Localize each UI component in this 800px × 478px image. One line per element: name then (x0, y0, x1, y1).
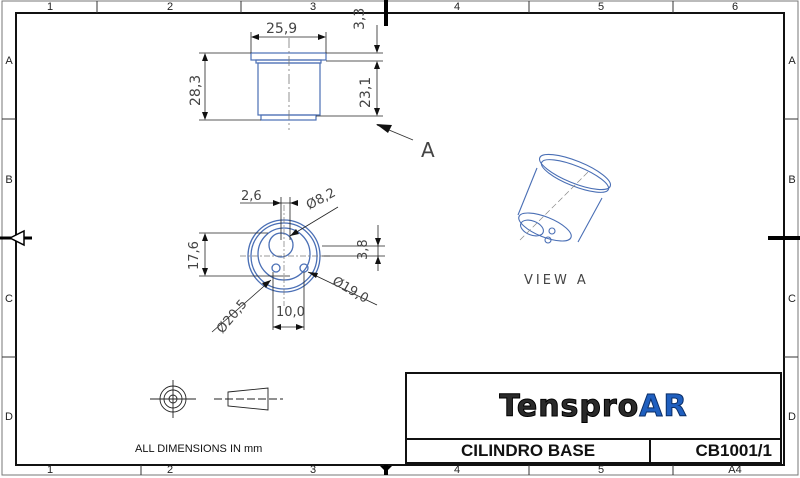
isometric-view (517, 153, 612, 244)
zone-row-d-left: D (5, 411, 13, 423)
zone-col-2: 2 (166, 1, 174, 13)
dim-overall-height: 28,3 (188, 74, 204, 106)
part-code: CB1001/1 (695, 441, 772, 460)
zone-col-bottom-1: 1 (46, 464, 54, 476)
dim-body-height: 23,1 (358, 76, 374, 108)
zone-row-a-right: A (788, 55, 796, 67)
zone-col-bottom-3: 3 (309, 464, 317, 476)
zone-col-5: 5 (597, 1, 605, 13)
zone-col-1: 1 (46, 1, 54, 13)
dim-hole-spacing: 10,0 (276, 305, 305, 320)
zone-row-b-left: B (5, 174, 13, 186)
zone-row-d-right: D (788, 411, 796, 423)
zone-col-4: 4 (453, 1, 461, 13)
dim-hole-offset: 3,8 (356, 239, 371, 260)
zone-col-3: 3 (309, 1, 317, 13)
part-name: CILINDRO BASE (407, 440, 651, 462)
zone-col-bottom-2: 2 (166, 464, 174, 476)
units-note: ALL DIMENSIONS IN mm (135, 443, 263, 455)
zone-col-bottom-5: 5 (597, 464, 605, 476)
zone-col-bottom-4: 4 (453, 464, 461, 476)
zone-row-b-right: B (788, 174, 796, 186)
iso-view-label: VIEW A (524, 273, 589, 288)
zone-row-a-left: A (5, 55, 13, 67)
zone-row-c-right: C (788, 293, 796, 305)
logo-text-dark: Tenspro (499, 388, 640, 424)
logo-text-blue: AR (639, 388, 688, 424)
sheet-size-label: A4 (728, 464, 742, 476)
view-a-marker: A (421, 138, 435, 162)
zone-row-c-left: C (5, 293, 13, 305)
front-view (250, 52, 327, 121)
dim-flange-height: 3,3 (352, 7, 368, 30)
dim-top-width: 25,9 (266, 21, 298, 37)
zone-col-6: 6 (731, 1, 739, 13)
dim-offset-x: 2,6 (241, 189, 262, 204)
dim-vertical-offset: 17,6 (187, 241, 202, 270)
